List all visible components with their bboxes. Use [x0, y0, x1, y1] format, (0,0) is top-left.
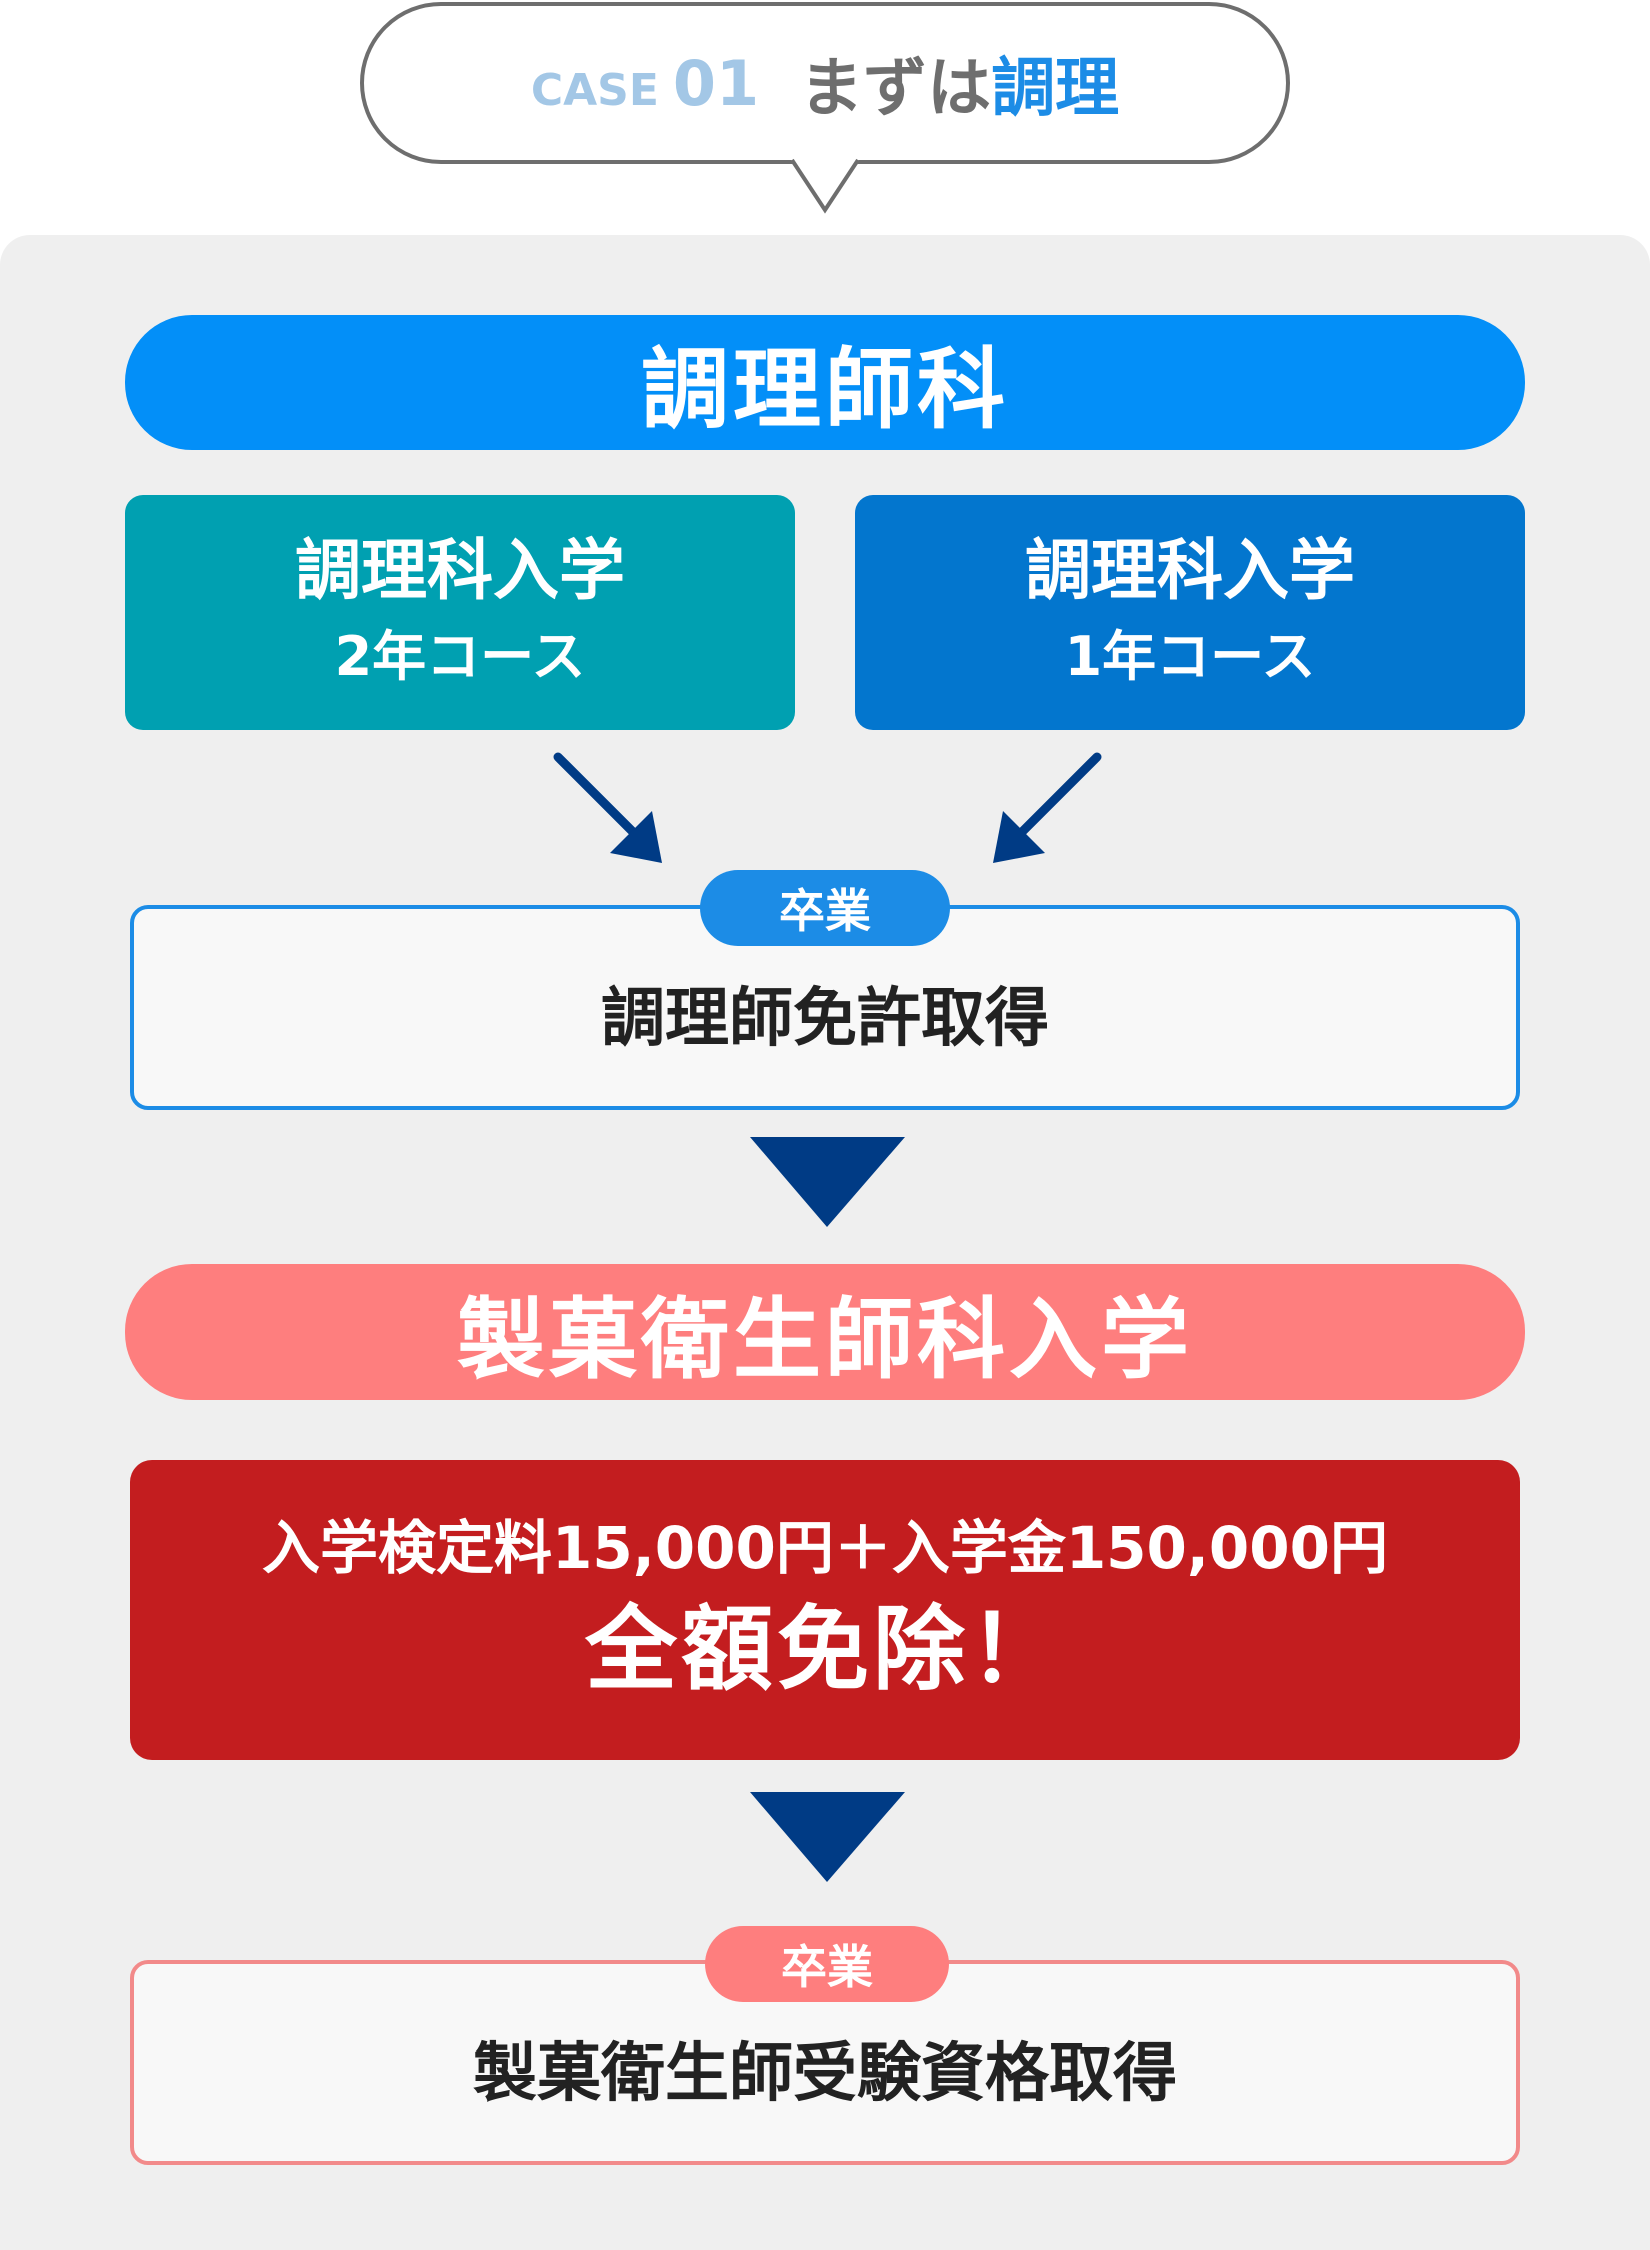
down-arrow-icon — [750, 1792, 905, 1882]
case-title: まずは 調理 — [799, 37, 1119, 129]
graduation-tag: 卒業 — [705, 1926, 949, 2002]
course-box-1-year: 調理科入学 1年コース — [855, 495, 1525, 730]
course-title: 調理科入学 — [1025, 532, 1355, 610]
case-id: CASE 01 — [531, 47, 759, 120]
next-department-pill: 製菓衛生師科入学 — [125, 1264, 1525, 1400]
case-title-highlight: 調理 — [991, 52, 1120, 126]
case-label: CASE — [530, 64, 659, 116]
course-subtitle: 1年コース — [1064, 624, 1316, 688]
course-title: 調理科入学 — [295, 532, 625, 610]
fee-waiver-headline: 全額免除！ — [584, 1595, 1065, 1703]
bubble-tail — [790, 158, 860, 214]
diagonal-arrow-down-right-icon — [553, 752, 662, 863]
department-pill: 調理師科 — [125, 315, 1525, 450]
down-arrow-icon — [750, 1137, 905, 1227]
course-box-2-year: 調理科入学 2年コース — [125, 495, 795, 730]
license-result-box: 調理師免許取得 — [130, 905, 1520, 1110]
case-title-prefix: まずは — [799, 52, 992, 126]
course-subtitle: 2年コース — [334, 624, 586, 688]
fee-waiver-detail: 入学検定料15,000円＋入学金150,000円 — [262, 1513, 1388, 1582]
graduation-tag: 卒業 — [700, 870, 950, 946]
case-number: 01 — [672, 46, 760, 120]
fee-waiver-box: 入学検定料15,000円＋入学金150,000円 全額免除！ — [130, 1460, 1520, 1760]
exam-qualification-box: 製菓衛生師受験資格取得 — [130, 1960, 1520, 2165]
diagonal-arrow-down-left-icon — [993, 752, 1102, 863]
case-header-bubble: CASE 01 まずは 調理 — [360, 2, 1290, 164]
